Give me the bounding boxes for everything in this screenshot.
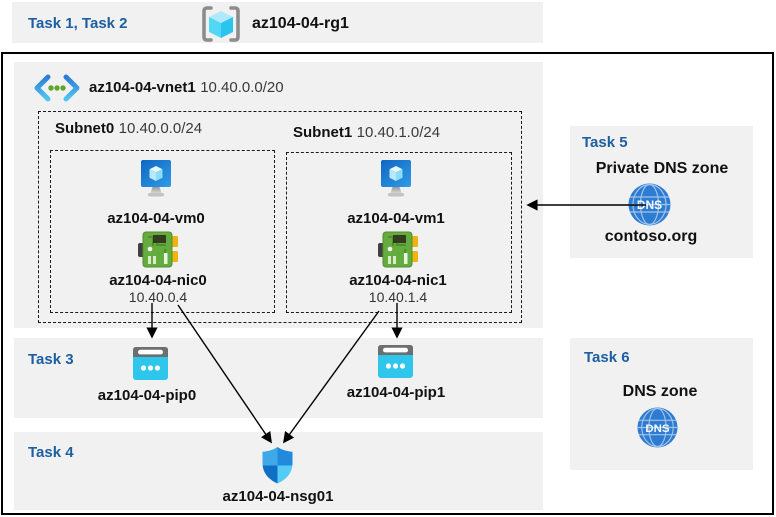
- nic0-ip: 10.40.0.4: [128, 289, 188, 305]
- task5-label: Task 5: [582, 134, 628, 151]
- nic-icon: [378, 231, 418, 268]
- subnet1-cidr: 10.40.1.0/24: [356, 124, 441, 141]
- nic1-name: az104-04-nic1: [349, 272, 447, 289]
- nic-icon: [138, 231, 178, 268]
- task1-2-label: Task 1, Task 2: [28, 15, 128, 32]
- private-dns-zone-name: contoso.org: [604, 228, 698, 245]
- dns-zone-title: DNS zone: [622, 383, 698, 400]
- dns-globe-icon: DNS: [637, 407, 678, 448]
- nic1-ip: 10.40.1.4: [368, 289, 428, 305]
- task6-box: [570, 338, 753, 470]
- task3-label: Task 3: [28, 351, 74, 368]
- task3-band: [14, 338, 543, 418]
- vnet-name: az104-04-vnet1: [89, 79, 196, 96]
- vnet-cidr: 10.40.0.0/20: [200, 79, 284, 96]
- public-ip-icon: [133, 347, 168, 380]
- task6-label: Task 6: [584, 349, 630, 366]
- vnet-region: [14, 62, 543, 328]
- svg-text:DNS: DNS: [637, 198, 662, 212]
- subnet1-name: Subnet1: [293, 124, 353, 141]
- virtual-network-icon: [34, 74, 80, 102]
- dns-globe-icon: DNS: [628, 183, 671, 226]
- subnet1-title: Subnet1 10.40.1.0/24: [293, 124, 440, 142]
- subnet0-name: Subnet0: [55, 120, 115, 137]
- subnets-container: [38, 111, 522, 323]
- subnet0-cidr: 10.40.0.0/24: [118, 120, 203, 137]
- virtual-machine-icon: [141, 160, 171, 197]
- pip0-name: az104-04-pip0: [97, 387, 197, 404]
- nsg-shield-icon: [262, 447, 293, 484]
- nsg-name: az104-04-nsg01: [222, 488, 334, 505]
- svg-text:DNS: DNS: [645, 423, 670, 435]
- nic0-name: az104-04-nic0: [109, 272, 207, 289]
- subnet1-box: [286, 152, 512, 313]
- task4-label: Task 4: [28, 444, 74, 461]
- vnet-title: az104-04-vnet1 10.40.0.0/20: [89, 79, 284, 97]
- vm0-name: az104-04-vm0: [107, 210, 205, 227]
- vm1-name: az104-04-vm1: [347, 210, 445, 227]
- subnet0-box: [50, 150, 275, 313]
- resource-group-icon: [202, 6, 240, 42]
- public-ip-icon: [378, 345, 413, 378]
- task1-2-band: [12, 2, 543, 43]
- resource-group-name: az104-04-rg1: [252, 15, 349, 32]
- pip1-name: az104-04-pip1: [346, 384, 446, 401]
- virtual-machine-icon: [381, 160, 411, 197]
- private-dns-zone-title: Private DNS zone: [595, 160, 729, 177]
- subnet0-title: Subnet0 10.40.0.0/24: [55, 120, 202, 138]
